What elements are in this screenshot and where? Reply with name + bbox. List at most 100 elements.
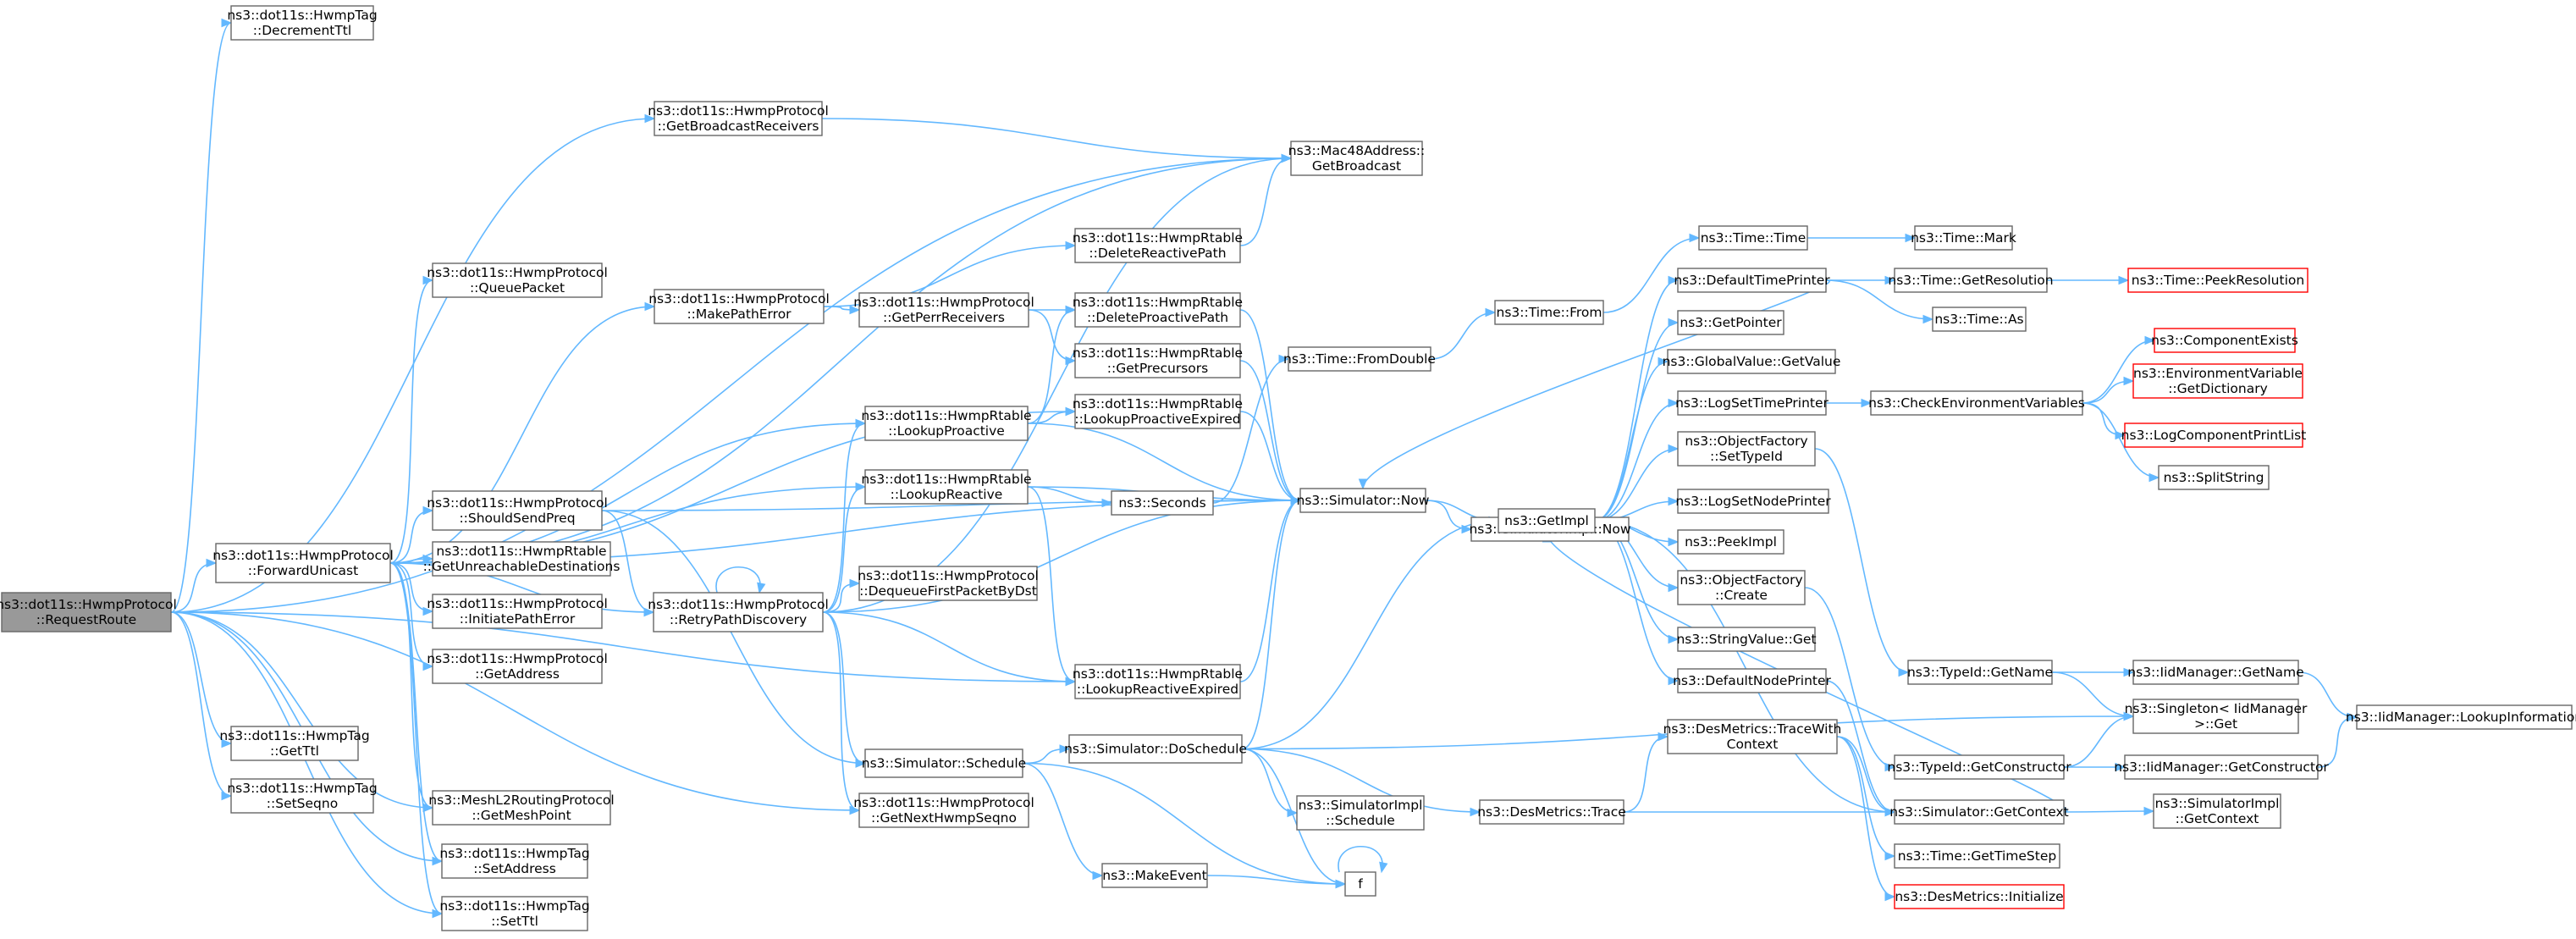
graph-node-simimplschd[interactable]: ns3::SimulatorImpl::Schedule (1296, 795, 1425, 831)
graph-node-lpe[interactable]: ns3::dot11s::HwmpRtable::LookupProactive… (1073, 394, 1243, 429)
graph-node-dnp[interactable]: ns3::DefaultNodePrinter (1673, 668, 1832, 693)
graph-node-iidgetctor[interactable]: ns3::IidManager::GetConstructor (2114, 754, 2329, 780)
graph-node-setseqno[interactable]: ns3::dot11s::HwmpTag::SetSeqno (227, 778, 378, 814)
node-label: ns3::GlobalValue::GetValue (1663, 354, 1841, 369)
graph-node-getttl[interactable]: ns3::dot11s::HwmpTag::GetTtl (219, 726, 370, 761)
node-label: ns3::MeshL2RoutingProtocol (428, 793, 614, 808)
graph-node-splitstr[interactable]: ns3::SplitString (2158, 465, 2270, 490)
graph-node-drp[interactable]: ns3::dot11s::HwmpRtable::DeleteReactiveP… (1073, 228, 1243, 263)
graph-node-gnhs[interactable]: ns3::dot11s::HwmpProtocol::GetNextHwmpSe… (853, 793, 1034, 828)
node-box (1101, 863, 1208, 888)
graph-node-tigetctor[interactable]: ns3::TypeId::GetConstructor (1887, 754, 2071, 780)
edge-arrowhead (422, 606, 434, 616)
graph-node-gmp[interactable]: ns3::MeshL2RoutingProtocol::GetMeshPoint (428, 790, 615, 826)
graph-node-ssp[interactable]: ns3::dot11s::HwmpProtocol::ShouldSendPre… (427, 490, 608, 531)
graph-node-gud[interactable]: ns3::dot11s::HwmpRtable::GetUnreachableD… (423, 541, 621, 577)
graph-node-dpp[interactable]: ns3::dot11s::HwmpRtable::DeleteProactive… (1073, 292, 1243, 328)
edge-arrowhead (1884, 762, 1896, 772)
graph-node-dosched[interactable]: ns3::Simulator::DoSchedule (1064, 734, 1247, 764)
graph-node-getimpl[interactable]: ns3::GetImpl (1498, 508, 1596, 533)
graph-node-getaddr[interactable]: ns3::dot11s::HwmpProtocol::GetAddress (427, 649, 608, 684)
graph-node-getres[interactable]: ns3::Time::GetResolution (1888, 268, 2054, 293)
edge-arrowhead (1101, 498, 1113, 508)
graph-node-now[interactable]: ns3::Simulator::Now (1297, 488, 1430, 513)
node-box (1074, 394, 1241, 429)
graph-node-singleton[interactable]: ns3::Singleton< IidManager >::Get (2125, 699, 2308, 734)
graph-node-gts[interactable]: ns3::Time::GetTimeStep (1894, 843, 2060, 869)
graph-node-rpd[interactable]: ns3::dot11s::HwmpProtocol::RetryPathDisc… (648, 592, 829, 632)
graph-node-mpe[interactable]: ns3::dot11s::HwmpProtocol::MakePathError (648, 289, 830, 324)
node-box (1498, 508, 1596, 533)
graph-node-ofsti[interactable]: ns3::ObjectFactory::SetTypeId (1677, 431, 1816, 467)
graph-node-lr[interactable]: ns3::dot11s::HwmpRtable::LookupReactive (861, 469, 1032, 505)
edge-arrowhead (2149, 472, 2160, 483)
graph-node-tigetname[interactable]: ns3::TypeId::GetName (1907, 660, 2053, 685)
edge-fwd-to-queue (389, 275, 434, 564)
graph-node-dfp[interactable]: ns3::dot11s::HwmpProtocol::DequeueFirstP… (858, 566, 1039, 601)
graph-node-root[interactable]: ns3::dot11s::HwmpProtocol::RequestRoute (0, 592, 177, 632)
edge-arrowhead (1668, 275, 1680, 285)
graph-node-lstp[interactable]: ns3::LogSetTimePrinter (1675, 390, 1829, 416)
graph-node-simgetctx[interactable]: ns3::Simulator::GetContext (1889, 799, 2069, 825)
graph-node-timetime[interactable]: ns3::Time::Time (1698, 225, 1808, 251)
graph-node-iidlookup[interactable]: ns3::IidManager::LookupInformation (2346, 704, 2576, 730)
edge-ofc-to-tigetctor (1804, 587, 1896, 772)
node-box (230, 5, 374, 41)
graph-node-as[interactable]: ns3::Time::As (1932, 307, 2027, 332)
graph-node-lcpl[interactable]: ns3::LogComponentPrintList (2121, 423, 2307, 448)
graph-node-fromd[interactable]: ns3::Time::FromDouble (1283, 346, 1436, 372)
graph-node-sched[interactable]: ns3::Simulator::Schedule (862, 748, 1026, 778)
node-box (2158, 465, 2270, 490)
edge-cev-to-splitstr (2082, 402, 2160, 483)
graph-node-dtp[interactable]: ns3::DefaultTimePrinter (1674, 268, 1830, 293)
node-label: ns3::DesMetrics::TraceWith (1663, 721, 1842, 737)
edge-arrowhead (2118, 275, 2130, 285)
graph-node-secs[interactable]: ns3::Seconds (1111, 490, 1214, 516)
graph-node-mark[interactable]: ns3::Time::Mark (1911, 225, 2016, 251)
graph-node-setttl[interactable]: ns3::dot11s::HwmpTag::SetTtl (439, 896, 590, 931)
graph-node-gpr[interactable]: ns3::dot11s::HwmpProtocol::GetPerrReceiv… (853, 292, 1034, 328)
graph-node-dminit[interactable]: ns3::DesMetrics::Initialize (1894, 884, 2065, 909)
edge-line (1594, 361, 1669, 522)
graph-node-fwd[interactable]: ns3::dot11s::HwmpProtocol::ForwardUnicas… (212, 543, 394, 583)
graph-node-peekres[interactable]: ns3::Time::PeekResolution (2127, 268, 2308, 293)
graph-node-iidgetname[interactable]: ns3::IidManager::GetName (2127, 660, 2304, 685)
node-box (1111, 490, 1214, 516)
graph-node-ipe[interactable]: ns3::dot11s::HwmpProtocol::InitiatePathE… (427, 594, 608, 629)
graph-node-decttl[interactable]: ns3::dot11s::HwmpTag::DecrementTtl (227, 5, 378, 41)
graph-node-ofc[interactable]: ns3::ObjectFactory::Create (1677, 570, 1806, 605)
graph-node-gbr[interactable]: ns3::dot11s::HwmpProtocol::GetBroadcastR… (648, 101, 829, 136)
node-box (864, 406, 1029, 441)
node-label: f (1358, 876, 1363, 892)
edge-arrowhead (1065, 406, 1077, 417)
graph-node-bcast[interactable]: ns3::Mac48Address::GetBroadcast (1288, 141, 1426, 176)
graph-node-setaddr[interactable]: ns3::dot11s::HwmpTag::SetAddress (439, 843, 590, 879)
graph-node-lre[interactable]: ns3::dot11s::HwmpRtable::LookupReactiveE… (1073, 664, 1243, 699)
graph-node-from[interactable]: ns3::Time::From (1494, 300, 1604, 325)
edge-root-to-getttl (170, 611, 233, 748)
graph-node-peekimpl[interactable]: ns3::PeekImpl (1677, 529, 1784, 555)
graph-node-simimplctx[interactable]: ns3::SimulatorImpl::GetContext (2153, 793, 2281, 829)
node-box (1677, 570, 1806, 605)
graph-node-queue[interactable]: ns3::dot11s::HwmpProtocol::QueuePacket (427, 262, 608, 298)
graph-node-trace[interactable]: ns3::DesMetrics::Trace (1477, 799, 1626, 825)
node-label: ::SetTtl (491, 914, 538, 929)
graph-node-gp[interactable]: ns3::dot11s::HwmpRtable::GetPrecursors (1073, 343, 1243, 378)
graph-node-lsnp[interactable]: ns3::LogSetNodePrinter (1675, 489, 1831, 514)
graph-node-f[interactable]: f (1344, 871, 1376, 897)
graph-node-gvgv[interactable]: ns3::GlobalValue::GetValue (1663, 349, 1841, 374)
graph-node-lp[interactable]: ns3::dot11s::HwmpRtable::LookupProactive (861, 406, 1032, 441)
graph-node-compex[interactable]: ns3::ComponentExists (2151, 328, 2298, 353)
node-box (1074, 292, 1241, 328)
node-label: ns3::dot11s::HwmpRtable (436, 544, 606, 559)
node-label: ::DeleteReactivePath (1089, 246, 1226, 261)
node-label: ns3::dot11s::HwmpProtocol (0, 597, 177, 612)
graph-node-envgetdict[interactable]: ns3::EnvironmentVariable::GetDictionary (2132, 363, 2303, 399)
graph-node-getptr[interactable]: ns3::GetPointer (1677, 310, 1784, 335)
graph-node-mkev[interactable]: ns3::MakeEvent (1101, 863, 1208, 888)
edge-line (822, 423, 866, 613)
graph-node-svg[interactable]: ns3::StringValue::Get (1676, 627, 1817, 652)
graph-node-cev[interactable]: ns3::CheckEnvironmentVariables (1868, 390, 2085, 416)
node-label: ::DequeueFirstPacketByDst (859, 583, 1037, 599)
